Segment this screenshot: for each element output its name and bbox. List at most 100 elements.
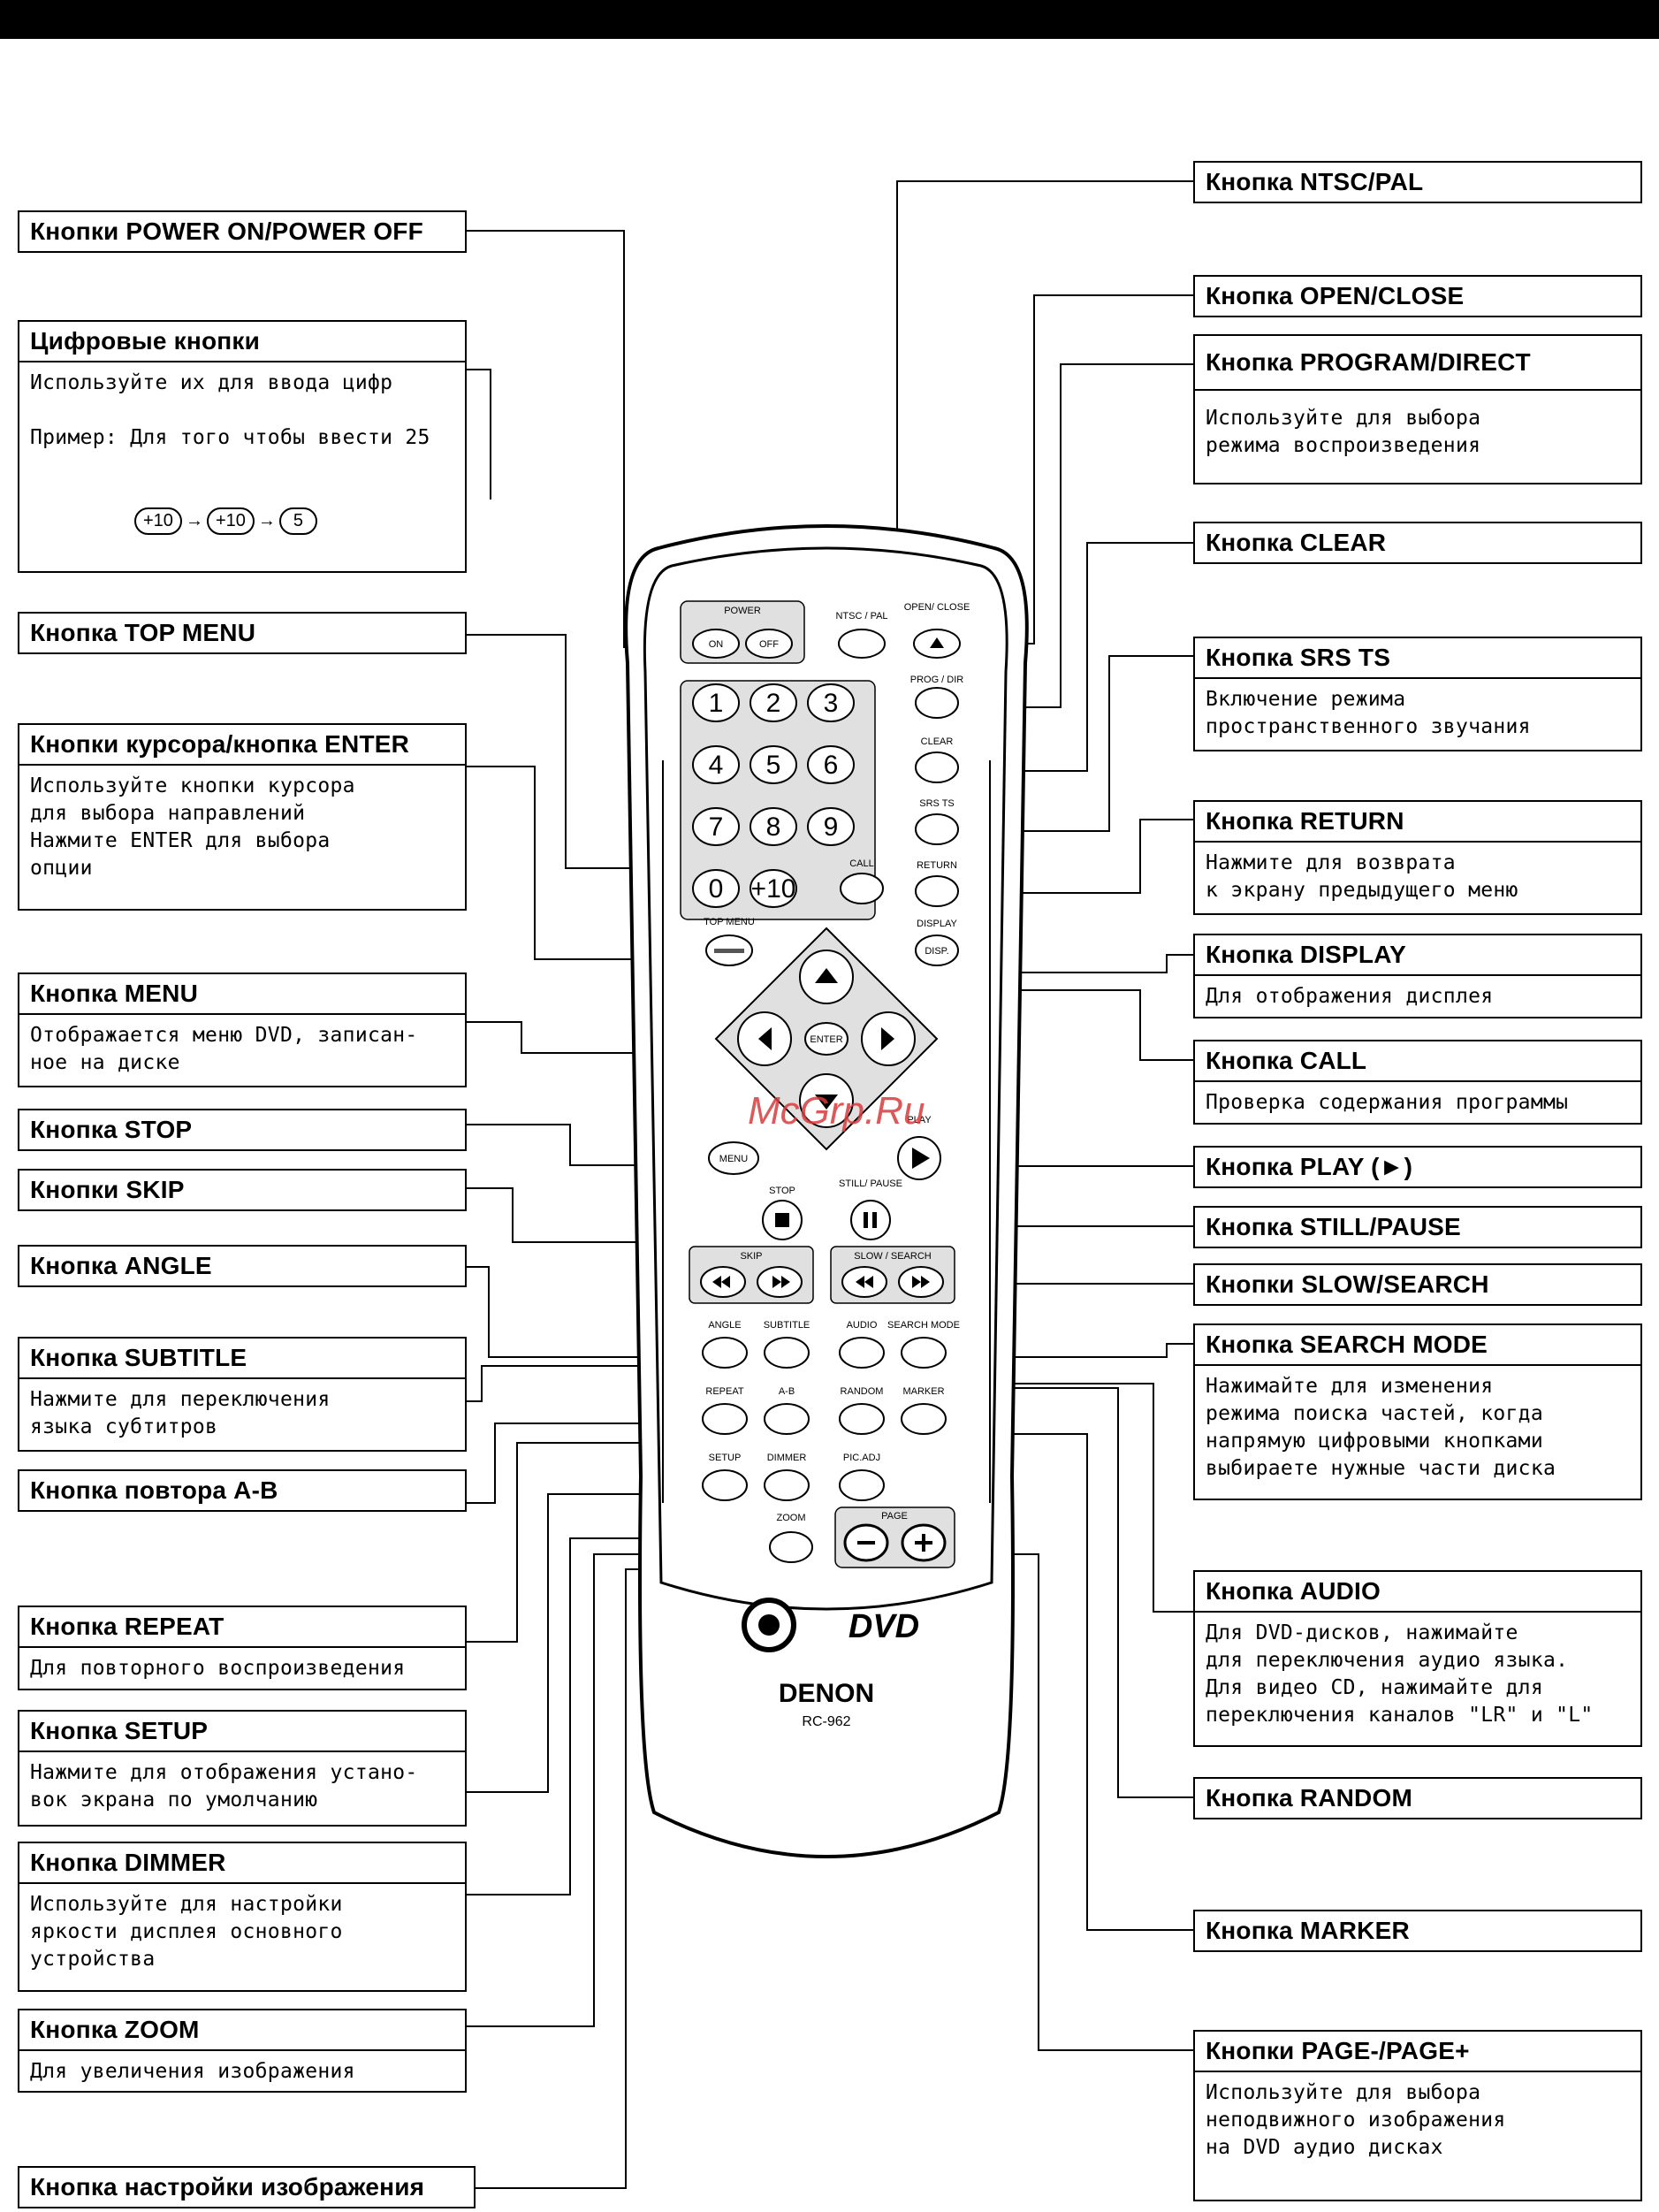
callout-cursor-title: Кнопки курсора/кнопка ENTER bbox=[30, 730, 410, 758]
return-label: RETURN bbox=[917, 860, 957, 871]
zoom-label: ZOOM bbox=[777, 1513, 806, 1523]
callout-angle-title: Кнопка ANGLE bbox=[30, 1252, 212, 1279]
setup-button[interactable] bbox=[702, 1469, 748, 1501]
call-button[interactable] bbox=[840, 873, 884, 904]
off-label: OFF bbox=[759, 639, 779, 650]
callout-subtitle-title: Кнопка SUBTITLE bbox=[30, 1344, 247, 1371]
rewind-icon bbox=[856, 1276, 873, 1288]
dimmer-button[interactable] bbox=[764, 1469, 810, 1501]
disp-label: DISP. bbox=[925, 946, 948, 957]
digit-button[interactable] bbox=[807, 683, 855, 722]
return-button[interactable] bbox=[915, 875, 959, 907]
random-button[interactable] bbox=[839, 1403, 885, 1435]
callout-srs-ts-body: Включение режима пространственного звуча… bbox=[1195, 677, 1640, 748]
callout-slow-search-title: Кнопки SLOW/SEARCH bbox=[1206, 1270, 1489, 1298]
callout-audio: Кнопка AUDIO Для DVD-дисков, нажимайте д… bbox=[1193, 1570, 1642, 1747]
still-pause-label: STILL/ PAUSE bbox=[839, 1178, 902, 1189]
callout-call-title: Кнопка CALL bbox=[1206, 1047, 1367, 1074]
subtitle-button[interactable] bbox=[764, 1337, 810, 1369]
pic-adj-button[interactable] bbox=[839, 1469, 885, 1501]
play-label: PLAY bbox=[907, 1115, 932, 1125]
callout-clear-title: Кнопка CLEAR bbox=[1206, 529, 1387, 556]
off-button[interactable] bbox=[745, 629, 793, 659]
digit-label: 3 bbox=[824, 689, 839, 718]
callout-search-mode-title: Кнопка SEARCH MODE bbox=[1206, 1331, 1488, 1358]
callout-page: Кнопки PAGE-/PAGE+ Используйте для выбор… bbox=[1193, 2030, 1642, 2201]
marker-label: MARKER bbox=[902, 1386, 944, 1397]
callout-ntsc-pal: Кнопка NTSC/PAL bbox=[1193, 161, 1642, 203]
marker-button[interactable] bbox=[901, 1403, 947, 1435]
digit-button[interactable] bbox=[807, 745, 855, 784]
sacd-logo-center bbox=[758, 1614, 780, 1636]
display-button[interactable] bbox=[915, 934, 959, 966]
callout-still-pause-title: Кнопка STILL/PAUSE bbox=[1206, 1213, 1461, 1240]
angle-label: ANGLE bbox=[708, 1320, 741, 1331]
example-key-2: +10 bbox=[206, 507, 255, 535]
digit-button[interactable] bbox=[750, 807, 797, 846]
digit-button[interactable] bbox=[750, 683, 797, 722]
callout-dimmer-body: Используйте для настройки яркости диспле… bbox=[19, 1882, 465, 1980]
example-arrow-icon: → bbox=[185, 511, 203, 530]
example-arrow-icon: → bbox=[257, 511, 276, 530]
callout-page-title: Кнопки PAGE-/PAGE+ bbox=[1206, 2037, 1470, 2064]
model-label: RC-962 bbox=[802, 1714, 850, 1729]
callout-setup-body: Нажмите для отображения устано- вок экра… bbox=[19, 1751, 465, 1821]
on-button[interactable] bbox=[692, 629, 740, 659]
digit-button[interactable] bbox=[692, 745, 740, 784]
clear-button[interactable] bbox=[915, 751, 959, 783]
skip-forward-icon bbox=[772, 1276, 790, 1288]
callout-program-direct: Кнопка PROGRAM/DIRECT Используйте для вы… bbox=[1193, 334, 1642, 484]
callout-cursor-body: Используйте кнопки курсора для выбора на… bbox=[19, 764, 465, 889]
digit-button[interactable] bbox=[750, 869, 797, 908]
callout-audio-body: Для DVD-дисков, нажимайте для переключен… bbox=[1195, 1611, 1640, 1736]
digit-label: 4 bbox=[709, 751, 724, 780]
repeat-button[interactable] bbox=[702, 1403, 748, 1435]
zoom-button[interactable] bbox=[769, 1531, 813, 1563]
enter-button[interactable] bbox=[804, 1022, 849, 1056]
digit-button[interactable] bbox=[692, 683, 740, 722]
prog-dir-button[interactable] bbox=[915, 687, 959, 719]
callout-clear: Кнопка CLEAR bbox=[1193, 522, 1642, 564]
srs-ts-button[interactable] bbox=[915, 813, 959, 845]
example-key-3: 5 bbox=[278, 507, 317, 535]
watermark: McGrp.Ru bbox=[748, 1089, 925, 1133]
audio-button[interactable] bbox=[839, 1337, 885, 1369]
callout-search-mode: Кнопка SEARCH MODE Нажимайте для изменен… bbox=[1193, 1323, 1642, 1500]
callout-setup-title: Кнопка SETUP bbox=[30, 1717, 209, 1744]
display-label: DISPLAY bbox=[917, 919, 957, 929]
callout-random: Кнопка RANDOM bbox=[1193, 1777, 1642, 1819]
callout-skip: Кнопки SKIP bbox=[18, 1169, 467, 1211]
digit-label: 5 bbox=[766, 751, 781, 780]
power-label: POWER bbox=[724, 606, 761, 616]
digit-label: 0 bbox=[709, 874, 724, 904]
menu-label: MENU bbox=[719, 1154, 748, 1164]
ab-button[interactable] bbox=[764, 1403, 810, 1435]
callout-menu-title: Кнопка MENU bbox=[30, 980, 199, 1007]
ntsc-pal-button[interactable] bbox=[838, 629, 886, 659]
callout-play: Кнопка PLAY (►) bbox=[1193, 1146, 1642, 1188]
digit-button[interactable] bbox=[750, 745, 797, 784]
skip-back-icon bbox=[712, 1276, 730, 1288]
digit-label: 1 bbox=[709, 689, 724, 718]
ab-label: A-B bbox=[779, 1386, 795, 1397]
callout-page-body: Используйте для выбора неподвижного изоб… bbox=[1195, 2071, 1640, 2169]
digit-button[interactable] bbox=[807, 807, 855, 846]
search-mode-button[interactable] bbox=[901, 1337, 947, 1369]
callout-ntsc-pal-title: Кнопка NTSC/PAL bbox=[1206, 168, 1424, 195]
random-label: RANDOM bbox=[841, 1386, 884, 1397]
prog-dir-label: PROG / DIR bbox=[910, 675, 964, 685]
arrow-right-icon bbox=[881, 1027, 894, 1050]
callout-program-direct-body: Используйте для выбора режима воспроизве… bbox=[1195, 389, 1640, 467]
menu-button[interactable] bbox=[708, 1141, 759, 1175]
callout-open-close: Кнопка OPEN/CLOSE bbox=[1193, 275, 1642, 317]
callout-zoom-title: Кнопка ZOOM bbox=[30, 2016, 200, 2043]
angle-button[interactable] bbox=[702, 1337, 748, 1369]
plus-icon bbox=[915, 1534, 932, 1552]
callout-dimmer-title: Кнопка DIMMER bbox=[30, 1849, 226, 1876]
arrow-up-icon bbox=[815, 968, 838, 983]
still-pause-button[interactable] bbox=[850, 1200, 891, 1240]
callout-marker-title: Кнопка MARKER bbox=[1206, 1917, 1410, 1944]
digit-button[interactable] bbox=[692, 807, 740, 846]
callout-call: Кнопка CALL Проверка содержания программ… bbox=[1193, 1040, 1642, 1125]
digit-button[interactable] bbox=[692, 869, 740, 908]
